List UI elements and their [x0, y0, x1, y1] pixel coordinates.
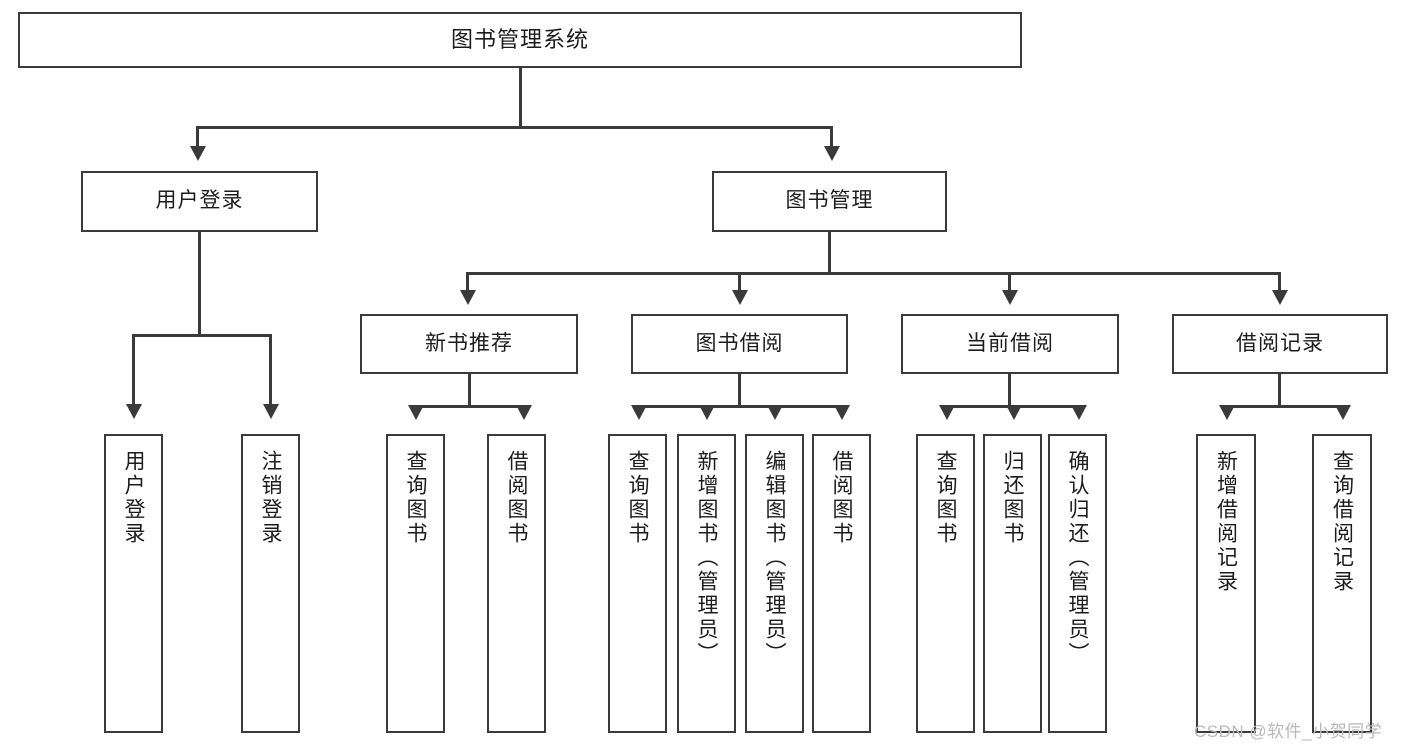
arrow-book-mgmt-child-3	[1002, 290, 1018, 305]
node-label: 借阅图书	[830, 450, 853, 546]
connector-borrow-record-bar	[1225, 405, 1343, 408]
connector-book-mgmt-stem	[828, 232, 831, 274]
node-borrow-record[interactable]: 借阅记录	[1172, 314, 1388, 374]
arrow-book-borrow-child-1	[631, 405, 647, 420]
arrow-borrow-record-child-1	[1219, 405, 1235, 420]
node-label: 查询图书	[626, 450, 649, 546]
connector-root-bar	[196, 126, 833, 129]
leaf-query-book-borrow[interactable]: 查询图书	[608, 434, 667, 733]
node-label: 新增借阅记录	[1214, 450, 1238, 594]
connector-user-login-stem	[198, 232, 201, 336]
node-label: 图书管理系统	[450, 27, 589, 53]
leaf-edit-book-admin[interactable]: 编辑图书（管理员）	[745, 434, 804, 733]
arrow-user-login-child-1	[126, 404, 142, 419]
arrow-book-borrow-child-4	[834, 405, 850, 420]
node-user-login[interactable]: 用户登录	[81, 171, 318, 232]
connector-user-login-child-2	[269, 334, 272, 406]
connector-book-borrow-stem	[738, 374, 741, 407]
connector-book-mgmt-child-3	[1008, 272, 1011, 292]
node-label: 新书推荐	[425, 331, 513, 355]
node-label: 用户登录	[122, 450, 145, 546]
leaf-logout[interactable]: 注销登录	[241, 434, 300, 733]
connector-root-to-book-mgmt	[830, 126, 833, 148]
node-label: 当前借阅	[966, 331, 1054, 355]
connector-new-book-stem	[468, 374, 471, 407]
arrow-root-to-book-mgmt	[824, 146, 840, 161]
connector-book-mgmt-child-2	[738, 272, 741, 292]
node-new-book-recommend[interactable]: 新书推荐	[360, 314, 578, 374]
leaf-user-login[interactable]: 用户登录	[104, 434, 163, 733]
arrow-root-to-user-login	[190, 146, 206, 161]
connector-root-stem	[519, 68, 522, 128]
arrow-book-borrow-child-2	[699, 405, 715, 420]
connector-current-borrow-stem	[1008, 374, 1011, 407]
node-label: 新增图书（管理员）	[695, 450, 718, 666]
node-label: 图书借阅	[695, 331, 784, 355]
arrow-current-borrow-child-1	[939, 405, 955, 420]
arrow-borrow-record-child-2	[1335, 405, 1351, 420]
connector-book-mgmt-bar	[466, 272, 1280, 275]
connector-user-login-bar	[132, 334, 271, 337]
arrow-book-mgmt-child-1	[460, 290, 476, 305]
arrow-current-borrow-child-2	[1006, 405, 1022, 420]
node-label: 归还图书	[1001, 450, 1024, 546]
leaf-query-borrow-record[interactable]: 查询借阅记录	[1312, 434, 1372, 733]
arrow-current-borrow-child-3	[1071, 405, 1087, 420]
connector-book-mgmt-child-4	[1278, 272, 1281, 292]
connector-user-login-child-1	[132, 334, 135, 406]
watermark: CSDN @软件_小贺同学	[1194, 722, 1383, 741]
leaf-return-book[interactable]: 归还图书	[983, 434, 1042, 733]
arrow-book-borrow-child-3	[767, 405, 783, 420]
connector-book-borrow-bar	[637, 405, 842, 408]
arrow-book-mgmt-child-4	[1272, 290, 1288, 305]
leaf-query-book-recommend[interactable]: 查询图书	[386, 434, 445, 733]
leaf-add-book-admin[interactable]: 新增图书（管理员）	[677, 434, 736, 733]
leaf-borrow-book-recommend[interactable]: 借阅图书	[487, 434, 546, 733]
node-label: 用户登录	[155, 189, 244, 213]
node-book-management[interactable]: 图书管理	[712, 171, 947, 232]
node-label: 借阅记录	[1236, 331, 1324, 355]
arrow-new-book-child-2	[516, 405, 532, 420]
node-label: 编辑图书（管理员）	[763, 450, 786, 666]
node-book-borrow[interactable]: 图书借阅	[631, 314, 848, 374]
connector-new-book-bar	[414, 405, 524, 408]
connector-borrow-record-stem	[1278, 374, 1281, 407]
node-label: 查询图书	[404, 450, 427, 546]
node-label: 确认归还（管理员）	[1066, 450, 1089, 666]
arrow-book-mgmt-child-2	[732, 290, 748, 305]
leaf-query-book-current[interactable]: 查询图书	[916, 434, 975, 733]
connector-root-to-user-login	[196, 126, 199, 148]
arrow-user-login-child-2	[263, 404, 279, 419]
node-label: 借阅图书	[505, 450, 528, 546]
leaf-add-borrow-record[interactable]: 新增借阅记录	[1196, 434, 1256, 733]
node-label: 图书管理	[785, 189, 874, 213]
leaf-borrow-book[interactable]: 借阅图书	[812, 434, 871, 733]
node-label: 注销登录	[259, 450, 282, 546]
connector-book-mgmt-child-1	[466, 272, 469, 292]
node-root-system[interactable]: 图书管理系统	[18, 12, 1022, 68]
node-current-borrow[interactable]: 当前借阅	[901, 314, 1119, 374]
arrow-new-book-child-1	[408, 405, 424, 420]
leaf-confirm-return-admin[interactable]: 确认归还（管理员）	[1048, 434, 1107, 733]
node-label: 查询图书	[934, 450, 957, 546]
node-label: 查询借阅记录	[1330, 450, 1354, 594]
